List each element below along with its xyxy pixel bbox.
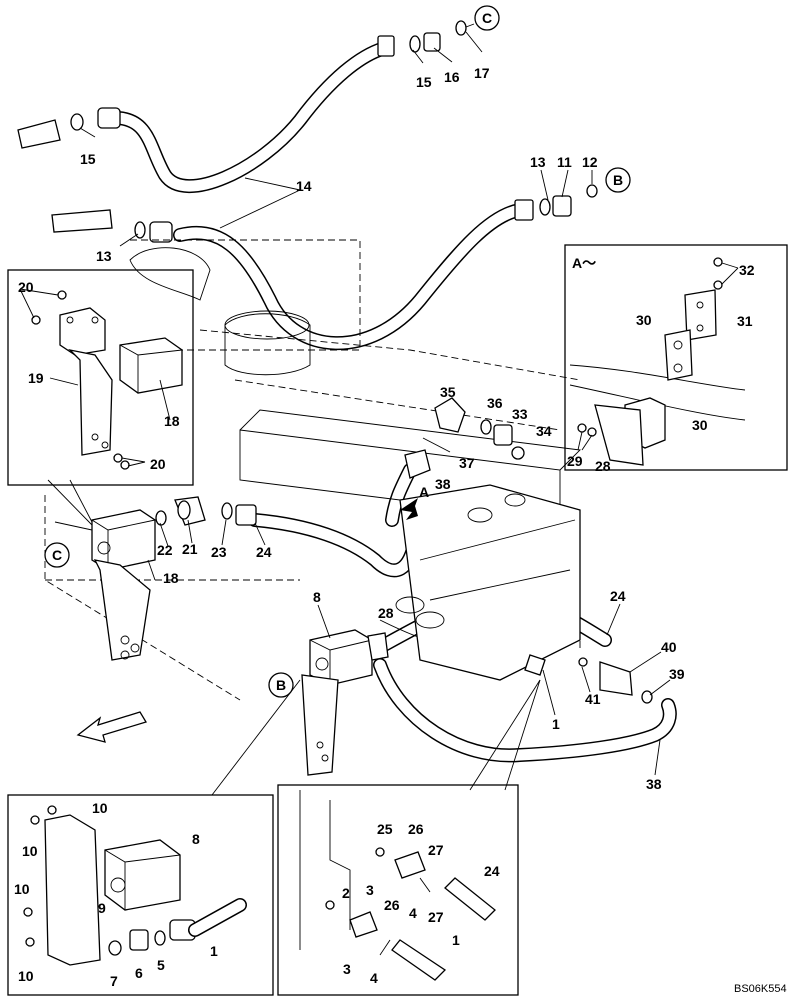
part-label: 38 (646, 776, 662, 792)
fittings-upper-right (377, 20, 475, 57)
part-label: 35 (440, 384, 456, 400)
part-label: 15 (416, 74, 432, 90)
part-label: 8 (313, 589, 321, 605)
callout-c-mid: C (44, 542, 70, 568)
part-label: 2 (342, 885, 350, 901)
part-label: 26 (384, 897, 400, 913)
part-label: 27 (428, 909, 444, 925)
part-label: 10 (14, 881, 30, 897)
part-label: 9 (98, 900, 106, 916)
detail-panel-1-4-24-27 (277, 784, 519, 996)
part-label: 5 (157, 957, 165, 973)
part-label: 38 (435, 476, 451, 492)
part-label: 26 (408, 821, 424, 837)
part-label: 40 (661, 639, 677, 655)
part-label: 20 (18, 279, 34, 295)
part-label: 29 (567, 453, 583, 469)
part-label: 30 (636, 312, 652, 328)
hose-14-upper (111, 41, 392, 193)
part-label: 4 (370, 970, 378, 986)
part-label: 6 (135, 965, 143, 981)
part-label: 10 (18, 968, 34, 984)
part-label: 17 (474, 65, 490, 81)
drawing-code: BS06K554 (734, 983, 787, 995)
part-label: 14 (296, 178, 312, 194)
part-label: 39 (669, 666, 685, 682)
part-label: 21 (182, 541, 198, 557)
part-label: 34 (536, 423, 552, 439)
hose-38-vertical (385, 463, 417, 527)
hose-14-lower (173, 203, 527, 351)
fittings-right-end (514, 184, 598, 221)
part-label: 22 (157, 542, 173, 558)
hose-38-lower (373, 658, 677, 763)
detail-panel-5-10 (7, 794, 274, 996)
hose-24-upper (248, 513, 422, 578)
block-18-bracket (91, 496, 257, 661)
part-label: 12 (582, 154, 598, 170)
part-label: 1 (552, 716, 560, 732)
part-label: 10 (22, 843, 38, 859)
part-label: 15 (80, 151, 96, 167)
frame-structure (44, 239, 581, 701)
callout-c-top: C (474, 5, 500, 31)
callout-b-mid-letter: B (276, 677, 286, 693)
part-label: 7 (110, 973, 118, 989)
part-label: 27 (428, 842, 444, 858)
part-label: 23 (211, 544, 227, 560)
part-label: 1 (210, 943, 218, 959)
callout-b-top: B (605, 167, 631, 193)
callout-b-top-letter: B (613, 172, 623, 188)
part-label: 1 (452, 932, 460, 948)
part-label: 3 (366, 882, 374, 898)
part-label: 18 (164, 413, 180, 429)
part-label: 30 (692, 417, 708, 433)
part-label: 25 (377, 821, 393, 837)
fittings-39-40-41 (524, 654, 653, 704)
part-label: 11 (557, 154, 572, 170)
part-label: 13 (96, 248, 112, 264)
part-label: 37 (459, 455, 475, 471)
section-a-label: A (419, 484, 429, 500)
block-8-bracket (301, 629, 389, 776)
detail-panel-18-19-20 (7, 269, 194, 486)
view-a-arrow (400, 498, 418, 520)
callout-b-mid: B (268, 672, 294, 698)
part-label: 28 (378, 605, 394, 621)
front-direction-arrow (76, 711, 147, 743)
callout-c-mid-letter: C (52, 547, 62, 563)
part-label: 10 (92, 800, 108, 816)
part-label: 24 (484, 863, 500, 879)
part-label: 28 (595, 458, 611, 474)
part-label: 4 (409, 905, 417, 921)
leader-lines (47, 31, 671, 796)
part-label: 24 (610, 588, 626, 604)
fittings-33-37 (404, 397, 525, 479)
part-label: 36 (487, 395, 503, 411)
part-label: 33 (512, 406, 528, 422)
part-label: 18 (163, 570, 179, 586)
part-label: 3 (343, 961, 351, 977)
part-label: 16 (444, 69, 460, 85)
part-label: 19 (28, 370, 44, 386)
view-a-title: A～ (572, 255, 596, 271)
part-label: 13 (530, 154, 546, 170)
fittings-left-ends (17, 107, 173, 243)
part-label: 32 (739, 262, 755, 278)
detail-panel-view-a (564, 244, 788, 471)
part-label: 20 (150, 456, 166, 472)
part-label: 41 (585, 691, 601, 707)
part-label: 24 (256, 544, 272, 560)
callout-c-top-letter: C (482, 10, 492, 26)
part-label: 8 (192, 831, 200, 847)
part-labels: 17 16 15 15 14 13 11 12 13 32 30 31 30 2… (14, 65, 755, 989)
part-label: 31 (737, 313, 753, 329)
